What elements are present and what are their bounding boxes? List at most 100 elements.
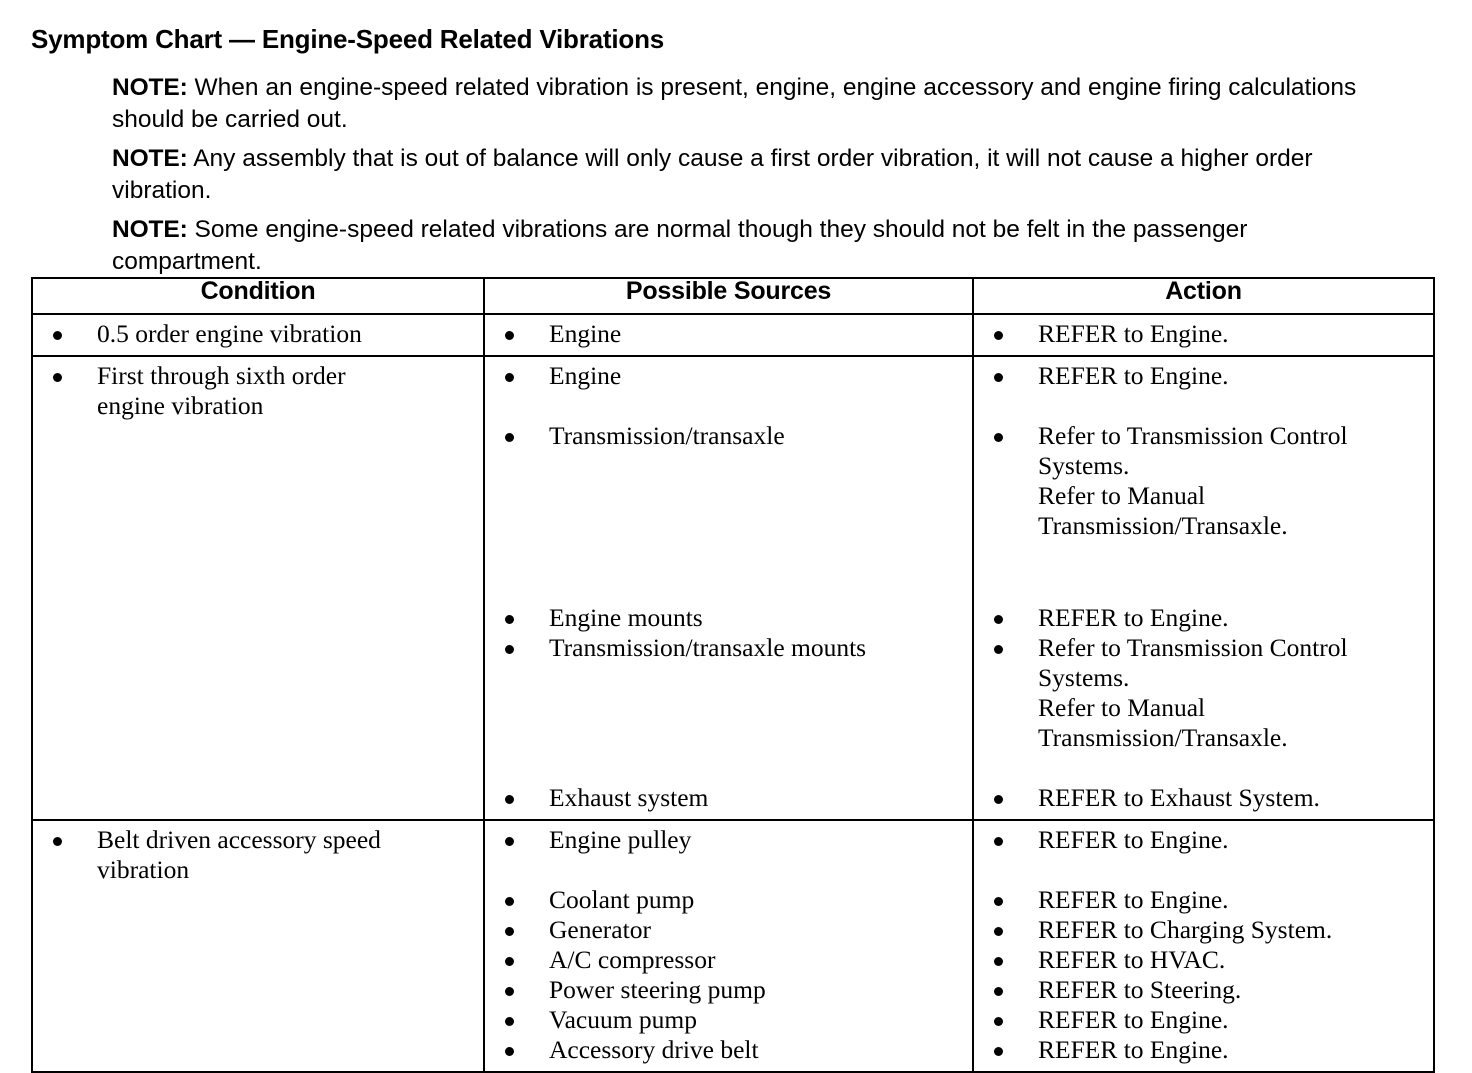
list-item: Transmission/transaxle mounts [491, 633, 966, 663]
list-item-text: Transmission/transaxle [549, 421, 785, 450]
cell-action: REFER to Engine. Refer to Transmission C… [972, 355, 1435, 821]
list-item-text: Exhaust system [549, 783, 709, 812]
note-text: Any assembly that is out of balance will… [112, 145, 1313, 204]
note-item: NOTE: When an engine-speed related vibra… [112, 72, 1372, 135]
list-item-text: engine vibration [97, 391, 264, 420]
cell-possible-sources: Engine [483, 313, 974, 357]
cell-condition: First through sixth order engine vibrati… [31, 355, 485, 821]
list-item-text: Refer to Transmission Control Systems. [1038, 421, 1348, 480]
list-item: Engine [491, 361, 966, 391]
notes-block: NOTE: When an engine-speed related vibra… [112, 72, 1372, 277]
list-item-text: Accessory drive belt [549, 1035, 759, 1064]
list-item: Vacuum pump [491, 1005, 966, 1035]
condition-list: 0.5 order engine vibration [39, 319, 477, 349]
list-item-text: REFER to Exhaust System. [1038, 783, 1320, 812]
table-header-row: Condition Possible Sources Action [31, 277, 1435, 315]
list-item-text: Transmission/transaxle mounts [549, 633, 867, 662]
spacer [491, 541, 966, 603]
table-body: 0.5 order engine vibration Engine [31, 313, 1435, 1073]
list-item-text: Belt driven accessory speed [97, 825, 381, 854]
list-item-text: A/C compressor [549, 945, 716, 974]
spacer [980, 855, 1427, 885]
list-item-text: First through sixth order [97, 361, 346, 390]
cell-condition: 0.5 order engine vibration [31, 313, 485, 357]
list-item: REFER to Exhaust System. [980, 783, 1427, 813]
spacer [491, 855, 966, 885]
sources-list: Engine [491, 319, 966, 349]
list-item-text: vibration [97, 855, 190, 884]
list-item-text: Coolant pump [549, 885, 695, 914]
list-item-text: Refer to Manual Transmission/Transaxle. [1038, 481, 1288, 540]
list-item-text: Engine pulley [549, 825, 692, 854]
list-item-text: Engine [549, 319, 622, 348]
note-item: NOTE: Some engine-speed related vibratio… [112, 214, 1372, 277]
list-item-text: REFER to HVAC. [1038, 945, 1226, 974]
list-item: REFER to Charging System. [980, 915, 1427, 945]
list-item-text: Refer to Manual Transmission/Transaxle. [1038, 693, 1288, 752]
list-item: Accessory drive belt [491, 1035, 966, 1065]
list-item: Engine [491, 319, 966, 349]
note-label: NOTE: [112, 74, 188, 101]
list-item-text: REFER to Engine. [1038, 361, 1229, 390]
sources-list: Engine Transmission/transaxle Engine mou… [491, 361, 966, 813]
condition-list: Belt driven accessory speed vibration [39, 825, 477, 885]
spacer [491, 753, 966, 783]
list-item: REFER to Engine. [980, 1005, 1427, 1035]
list-item: Engine pulley [491, 825, 966, 855]
list-item: A/C compressor [491, 945, 966, 975]
list-item: Coolant pump [491, 885, 966, 915]
spacer [980, 541, 1427, 603]
cell-possible-sources: Engine Transmission/transaxle Engine mou… [483, 355, 974, 821]
cell-action: REFER to Engine. [972, 313, 1435, 357]
list-item-text: REFER to Steering. [1038, 975, 1242, 1004]
list-item: Exhaust system [491, 783, 966, 813]
list-item: 0.5 order engine vibration [39, 319, 477, 349]
list-item-text: Engine mounts [549, 603, 703, 632]
list-item: Power steering pump [491, 975, 966, 1005]
list-item-text: Generator [549, 915, 651, 944]
spacer [491, 663, 966, 753]
list-item-text: REFER to Engine. [1038, 1005, 1229, 1034]
list-item: First through sixth order engine vibrati… [39, 361, 477, 421]
spacer [491, 451, 966, 541]
list-item: REFER to Engine. [980, 603, 1427, 633]
list-item: Belt driven accessory speed vibration [39, 825, 477, 885]
column-header-possible-sources: Possible Sources [483, 277, 974, 315]
cell-action: REFER to Engine. REFER to Engine. REFER … [972, 819, 1435, 1073]
note-text: Some engine-speed related vibrations are… [112, 216, 1248, 275]
condition-list: First through sixth order engine vibrati… [39, 361, 477, 421]
page-title: Symptom Chart — Engine-Speed Related Vib… [31, 24, 665, 54]
list-item-text: REFER to Engine. [1038, 825, 1229, 854]
action-list: REFER to Engine. Refer to Transmission C… [980, 361, 1427, 813]
column-header-condition: Condition [31, 277, 485, 315]
sources-list: Engine pulley Coolant pump Generator A/C… [491, 825, 966, 1065]
list-item-continuation: Refer to Manual Transmission/Transaxle. [980, 481, 1427, 541]
note-label: NOTE: [112, 145, 188, 172]
cell-condition: Belt driven accessory speed vibration [31, 819, 485, 1073]
note-label: NOTE: [112, 216, 188, 243]
spacer [491, 391, 966, 421]
list-item: REFER to Steering. [980, 975, 1427, 1005]
action-list: REFER to Engine. [980, 319, 1427, 349]
list-item-text: REFER to Charging System. [1038, 915, 1333, 944]
list-item: REFER to Engine. [980, 361, 1427, 391]
list-item-text: REFER to Engine. [1038, 885, 1229, 914]
list-item-text: Refer to Transmission Control Systems. [1038, 633, 1348, 692]
list-item-text: REFER to Engine. [1038, 319, 1229, 348]
list-item-text: Power steering pump [549, 975, 766, 1004]
list-item: REFER to Engine. [980, 1035, 1427, 1065]
column-header-action: Action [972, 277, 1435, 315]
table-header: Condition Possible Sources Action [31, 277, 1435, 315]
action-list: REFER to Engine. REFER to Engine. REFER … [980, 825, 1427, 1065]
list-item: Generator [491, 915, 966, 945]
list-item-text: Engine [549, 361, 622, 390]
cell-possible-sources: Engine pulley Coolant pump Generator A/C… [483, 819, 974, 1073]
table-row: First through sixth order engine vibrati… [31, 355, 1435, 821]
list-item-text: Vacuum pump [549, 1005, 698, 1034]
table-row: 0.5 order engine vibration Engine [31, 313, 1435, 357]
list-item: REFER to Engine. [980, 885, 1427, 915]
list-item-text: REFER to Engine. [1038, 603, 1229, 632]
list-item-text: 0.5 order engine vibration [97, 319, 362, 348]
spacer [980, 391, 1427, 421]
